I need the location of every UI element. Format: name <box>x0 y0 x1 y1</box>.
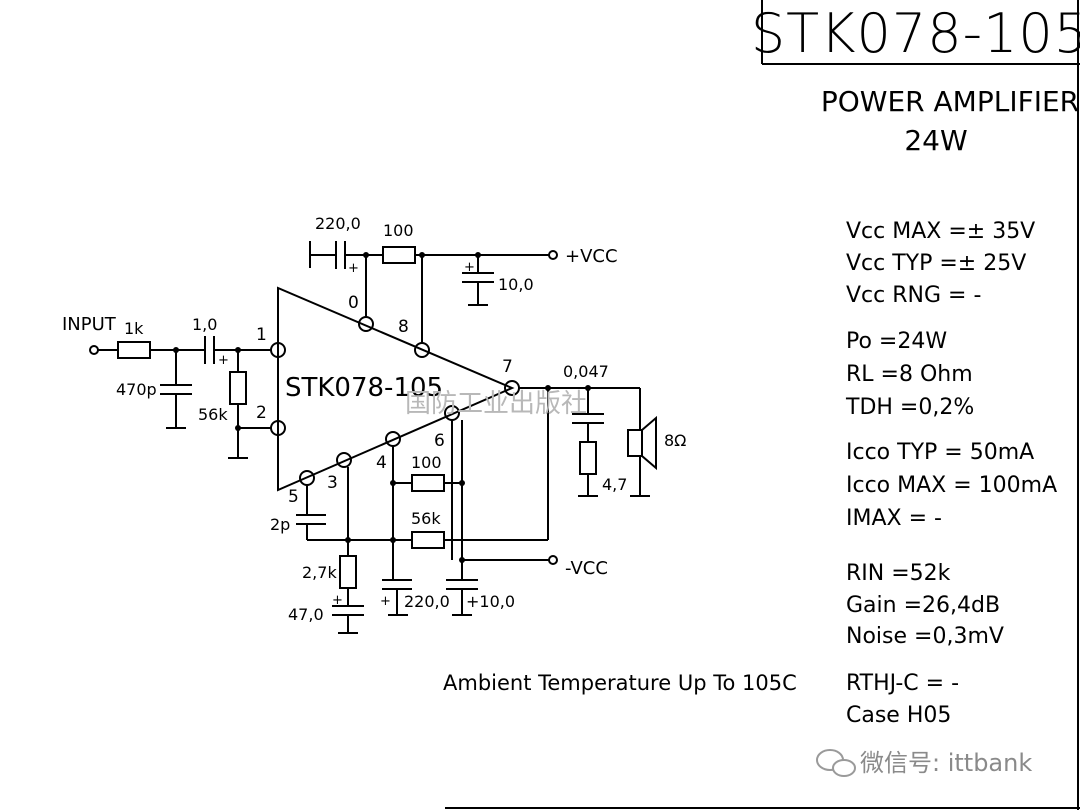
svg-text:+: + <box>380 594 391 609</box>
resistor-56k-feedback <box>411 531 445 549</box>
resistor-2-7k <box>339 555 357 589</box>
resistor-56k-input-label: 56k <box>198 405 228 424</box>
pin-5-label: 5 <box>288 487 299 507</box>
vcc-negative-label: -VCC <box>565 558 608 579</box>
spec-list: Vcc MAX =± 35V Vcc TYP =± 25V Vcc RNG = … <box>845 219 1057 728</box>
ambient-temperature-note: Ambient Temperature Up To 105C <box>443 671 797 695</box>
spec-icco-typ: Icco TYP = 50mA <box>846 440 1034 465</box>
capacitor-10-top-label: 10,0 <box>498 275 534 294</box>
spec-imax: IMAX = - <box>846 506 942 531</box>
pin-7-label: 7 <box>502 357 513 377</box>
resistor-2-7k-label: 2,7k <box>302 563 337 582</box>
page-frame <box>445 0 1080 810</box>
capacitor-47-label: 47,0 <box>288 605 324 624</box>
resistor-100-feedback <box>411 474 445 492</box>
resistor-56k-input <box>229 371 247 405</box>
spec-rin: RIN =52k <box>846 561 951 586</box>
input-terminal <box>89 345 99 355</box>
pin-4-label: 4 <box>376 453 387 473</box>
spec-vcc-typ: Vcc TYP =± 25V <box>846 251 1026 276</box>
resistor-1k-label: 1k <box>124 319 144 338</box>
spec-case: Case H05 <box>846 703 951 728</box>
resistor-56k-feedback-label: 56k <box>411 509 441 528</box>
svg-text:+: + <box>464 260 475 275</box>
spec-po: Po =24W <box>846 329 947 354</box>
part-number-title: STK078-105 <box>751 2 1080 65</box>
spec-gain: Gain =26,4dB <box>846 593 1000 618</box>
pin-0-label: 0 <box>348 293 359 313</box>
amplifier-triangle <box>277 286 515 492</box>
capacitor-1-0-label: 1,0 <box>192 315 217 334</box>
vcc-negative-terminal <box>548 555 558 565</box>
resistor-100-top <box>382 246 416 264</box>
publisher-watermark: 国防工业出版社 <box>405 389 587 419</box>
capacitor-10-bottom-label: +10,0 <box>466 592 515 611</box>
capacitor-220-bottom-label: 220,0 <box>404 592 450 611</box>
spec-noise: Noise =0,3mV <box>846 624 1004 649</box>
power-rating: 24W <box>904 124 967 157</box>
svg-text:+: + <box>218 353 229 368</box>
spec-icco-max: Icco MAX = 100mA <box>846 473 1057 498</box>
capacitor-2p-label: 2p <box>270 515 290 534</box>
pin-6-label: 6 <box>434 431 445 451</box>
pin-3 <box>336 452 352 468</box>
spec-rl: RL =8 Ohm <box>846 362 973 387</box>
svg-text:+: + <box>332 593 343 608</box>
resistor-100-top-label: 100 <box>383 221 414 240</box>
capacitor-470p-label: 470p <box>116 380 157 399</box>
resistor-4-7 <box>579 441 597 475</box>
pin-2-label: 2 <box>256 403 267 423</box>
resistor-4-7-label: 4,7 <box>602 475 627 494</box>
capacitor-0047-label: 0,047 <box>563 362 609 381</box>
vcc-positive-terminal <box>548 250 558 260</box>
vcc-positive-label: +VCC <box>565 246 618 267</box>
wechat-footer: 微信号: ittbank <box>816 749 1032 777</box>
speaker-label: 8Ω <box>664 431 686 450</box>
ic-label: STK078-105 <box>285 373 443 403</box>
svg-text:+: + <box>348 261 359 276</box>
pin-3-label: 3 <box>327 473 338 493</box>
wechat-icon <box>816 749 856 777</box>
spec-vcc-max: Vcc MAX =± 35V <box>846 219 1035 244</box>
amplifier-schematic: STK078-105 1 2 0 8 7 6 4 3 5 INPUT 1k <box>62 214 686 634</box>
subtitle: POWER AMPLIFIER <box>821 85 1079 118</box>
capacitor-220-top-label: 220,0 <box>315 214 361 233</box>
spec-vcc-rng: Vcc RNG = - <box>846 283 981 308</box>
wechat-id: 微信号: ittbank <box>860 749 1032 777</box>
pin-8-label: 8 <box>398 317 409 337</box>
speaker-icon <box>627 429 643 457</box>
resistor-100-feedback-label: 100 <box>411 453 442 472</box>
spec-tdh: TDH =0,2% <box>845 395 974 420</box>
input-label: INPUT <box>62 314 117 335</box>
resistor-1k <box>117 341 151 359</box>
pin-1-label: 1 <box>256 325 267 345</box>
spec-rthj: RTHJ-C = - <box>846 671 959 696</box>
